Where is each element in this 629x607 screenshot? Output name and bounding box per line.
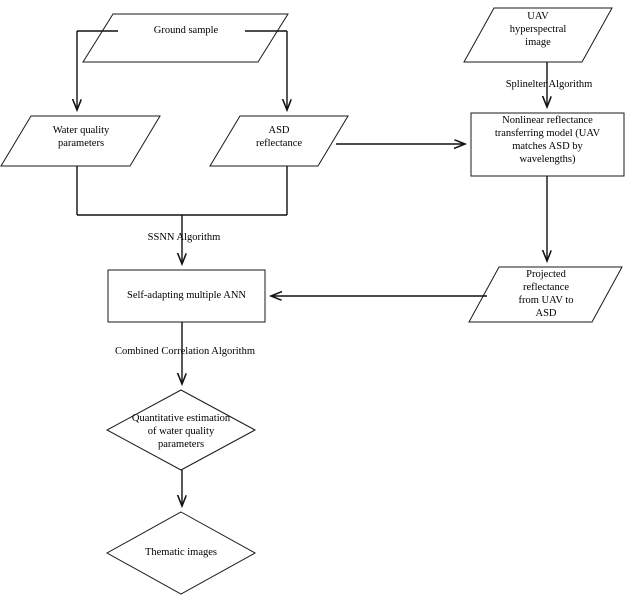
node-shape-uav-image [463, 7, 613, 63]
node-shape-thematic-images [105, 511, 257, 595]
edge-label-combined-correlation-algorithm: Combined Correlation Algorithm [115, 346, 255, 357]
node-shape-projected-reflectance [468, 266, 623, 323]
node-shape-ann [107, 269, 266, 323]
node-shape-ground-sample [82, 13, 289, 63]
edge-label-ssnn-algorithm: SSNN Algorithm [147, 232, 221, 243]
node-shape-water-quality [0, 115, 161, 167]
node-shape-asd-reflectance [209, 115, 349, 167]
node-shape-quantitative-estimation [105, 389, 257, 471]
node-shape-nonlinear-model [470, 112, 625, 177]
edge-label-splinelter-algorithm: Splinelter Algorithm [505, 79, 593, 90]
